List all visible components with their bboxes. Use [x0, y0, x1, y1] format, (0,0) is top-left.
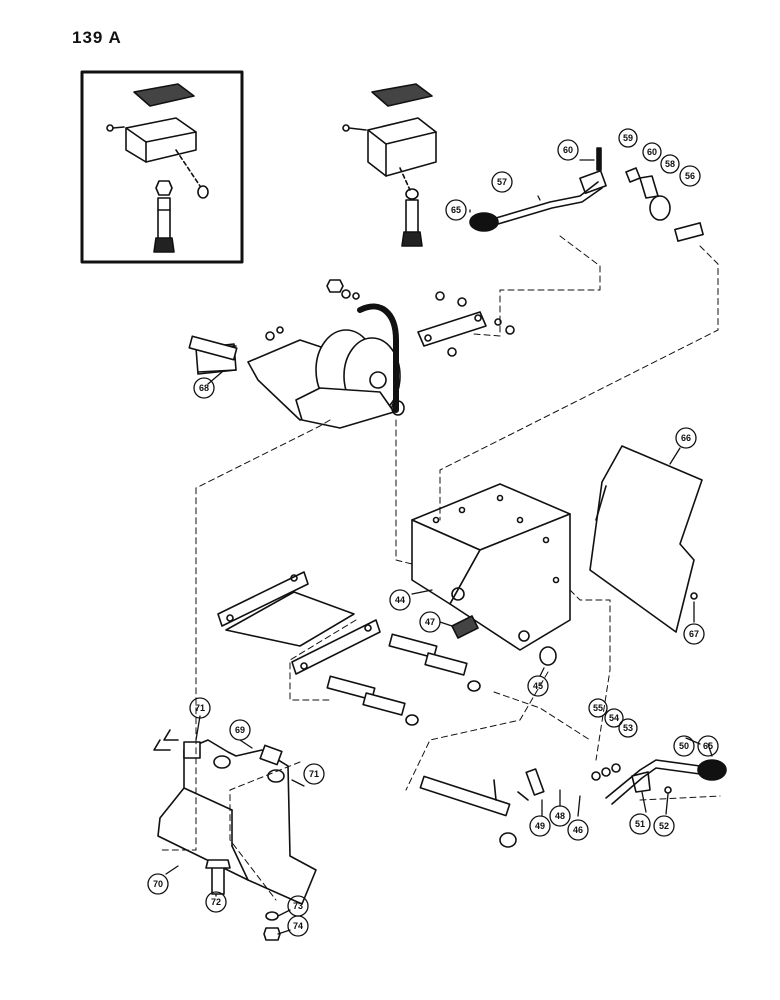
callout-71-left: 71 — [195, 703, 205, 713]
callout-49: 49 — [535, 821, 545, 831]
callout-74: 74 — [293, 921, 303, 931]
callout-55: 55 — [593, 703, 603, 713]
inset-alternate-pedal — [80, 70, 244, 264]
callout-57: 57 — [497, 177, 507, 187]
page-number: 139 A — [72, 28, 122, 47]
callout-60-left: 60 — [563, 145, 573, 155]
callout-69: 69 — [235, 725, 245, 735]
callout-67: 67 — [689, 629, 699, 639]
callout-56: 56 — [685, 171, 695, 181]
lower-hand-lever — [591, 759, 727, 805]
callout-72: 72 — [211, 897, 221, 907]
main-bracket — [411, 483, 571, 651]
pedal-block-assembly — [342, 83, 437, 247]
callout-73: 73 — [293, 901, 303, 911]
callout-51: 51 — [635, 819, 645, 829]
callout-48: 48 — [555, 811, 565, 821]
callout-54: 54 — [609, 713, 619, 723]
callout-50: 50 — [679, 741, 689, 751]
base-stand — [153, 729, 317, 941]
callout-65-upper: 65 — [451, 205, 461, 215]
callout-68: 68 — [199, 383, 209, 393]
callout-45: 45 — [533, 681, 543, 691]
pins-and-washers — [188, 335, 557, 848]
callout-52: 52 — [659, 821, 669, 831]
callout-53: 53 — [623, 723, 633, 733]
callout-65-lower: 65 — [703, 741, 713, 751]
linkage-arms — [217, 571, 381, 675]
callout-47: 47 — [425, 617, 435, 627]
callout-59: 59 — [623, 133, 633, 143]
cover-shield — [589, 445, 703, 633]
callout-58: 58 — [665, 159, 675, 169]
callout-66: 66 — [681, 433, 691, 443]
connection-lines — [159, 235, 721, 901]
callout-60-right: 60 — [647, 147, 657, 157]
callout-70: 70 — [153, 879, 163, 889]
drum-housing-assembly — [195, 279, 515, 429]
callouts — [147, 128, 719, 937]
callout-71-right: 71 — [309, 769, 319, 779]
callout-46: 46 — [573, 825, 583, 835]
callout-44: 44 — [395, 595, 405, 605]
upper-hand-lever — [469, 147, 704, 242]
